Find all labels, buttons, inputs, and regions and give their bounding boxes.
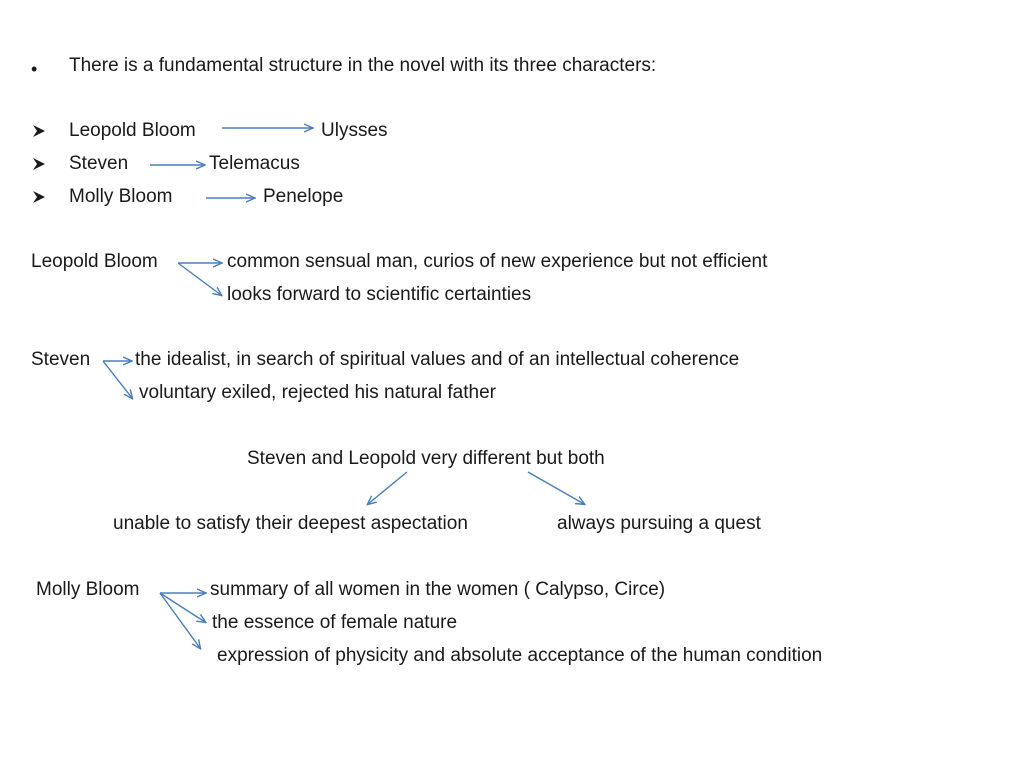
mapping-from-molly: Molly Bloom (69, 186, 173, 207)
leopold-trait-1: common sensual man, curios of new experi… (227, 251, 768, 272)
arrow-icon (368, 471, 408, 504)
leopold-name: Leopold Bloom (31, 251, 158, 272)
arrow-icon (527, 471, 584, 504)
arrow-icon (159, 592, 205, 622)
mapping-to-ulysses: Ulysses (321, 120, 388, 141)
both-right: always pursuing a quest (557, 513, 761, 534)
mapping-to-telemacus: Telemacus (209, 153, 300, 174)
intro-text: There is a fundamental structure in the … (69, 55, 657, 76)
bullet-dot: • (31, 59, 38, 79)
arrow-icon (177, 262, 221, 295)
leopold-trait-2: looks forward to scientific certainties (227, 284, 532, 305)
both-heading: Steven and Leopold very different but bo… (247, 448, 605, 469)
chevron-bullet-icon (33, 191, 45, 203)
arrow-icon (159, 592, 200, 648)
chevron-bullet-icon (33, 158, 45, 170)
molly-name: Molly Bloom (36, 579, 140, 600)
steven-name: Steven (31, 349, 91, 370)
mapping-to-penelope: Penelope (263, 186, 344, 207)
mapping-from-steven: Steven (69, 153, 129, 174)
molly-trait-2: the essence of female nature (212, 612, 458, 633)
steven-trait-1: the idealist, in search of spiritual val… (135, 349, 740, 370)
mapping-from-leopold: Leopold Bloom (69, 120, 196, 141)
both-left: unable to satisfy their deepest aspectat… (113, 513, 468, 534)
arrow-icon (102, 360, 132, 398)
molly-trait-1: summary of all women in the women ( Caly… (210, 579, 666, 600)
chevron-bullet-icon (33, 125, 45, 137)
steven-trait-2: voluntary exiled, rejected his natural f… (139, 382, 496, 403)
molly-trait-3: expression of physicity and absolute acc… (217, 645, 823, 666)
